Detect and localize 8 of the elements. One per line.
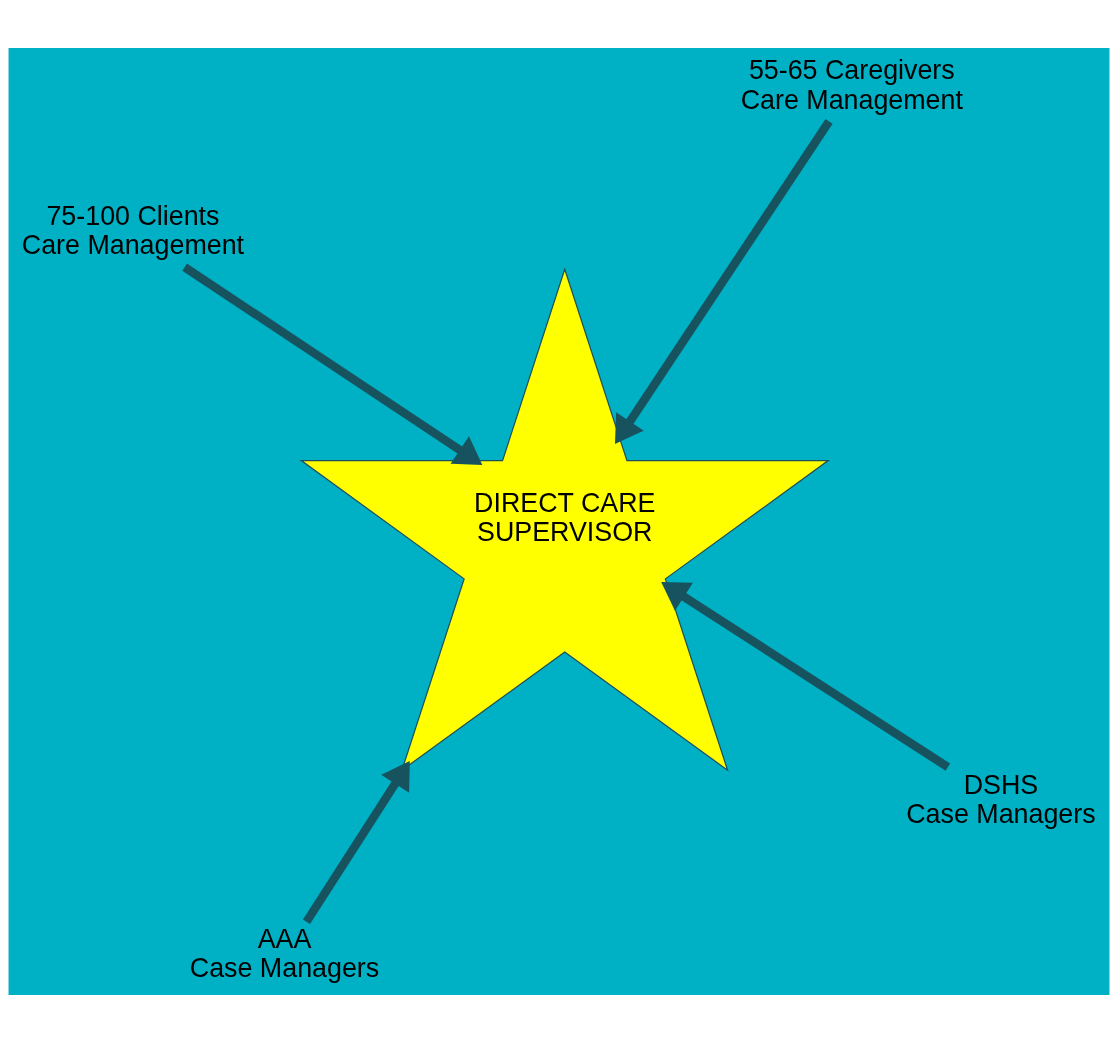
arrow [302, 760, 410, 924]
arrow [182, 263, 483, 465]
node-text: DSHS Case Managers [906, 769, 1096, 829]
node-text: AAA Case Managers [189, 923, 380, 983]
arrow [614, 118, 833, 444]
node-text: 55-65 Caregivers Care Management [740, 54, 963, 114]
node-text: 75-100 Clients Care Management [21, 200, 245, 260]
arrow [661, 581, 951, 771]
